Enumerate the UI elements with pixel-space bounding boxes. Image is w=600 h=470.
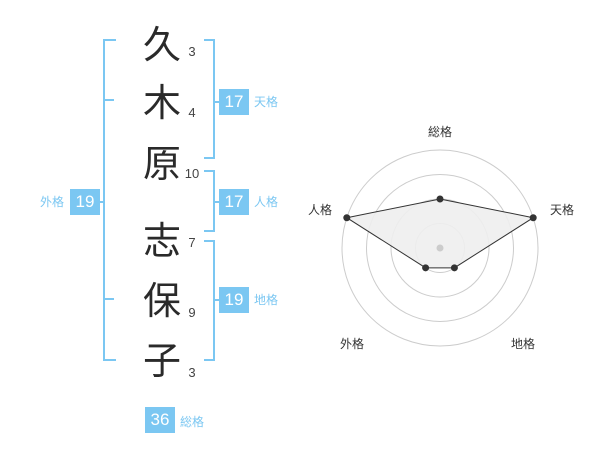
radar-point-5 [343,214,351,222]
stroke-count-1: 3 [188,44,196,59]
chikaku-label: 地格 [254,293,279,307]
stroke-count-6: 3 [188,365,196,380]
radar-label-gaikaku: 外格 [340,337,365,351]
radar-center-point [436,244,444,252]
jinkaku-score: 17 [219,189,249,215]
gaikaku-label: 外格 [40,195,65,209]
stroke-count-5: 9 [188,305,196,320]
name-char-3: 原 [142,142,181,186]
name-char-2: 木 [142,81,181,125]
gaikaku-score: 19 [70,189,100,215]
bracket-lines [96,39,222,361]
radar-chart [341,149,539,347]
gaikaku-bracket [103,39,116,361]
tenkaku-label: 天格 [254,95,279,109]
radar-polygon [345,198,535,269]
radar-label-soukaku: 総格 [428,125,453,139]
stroke-count-3: 10 [184,166,200,181]
chikaku-bracket [204,240,215,361]
tenkaku-bracket [204,39,215,159]
jinkaku-label: 人格 [254,195,279,209]
radar-point-4 [422,264,430,272]
radar-point-3 [450,264,458,272]
stroke-count-2: 4 [188,105,196,120]
name-char-5: 保 [142,279,181,323]
soukaku-label: 総格 [180,415,205,429]
chikaku-score: 19 [219,287,249,313]
radar-label-tenkaku: 天格 [550,203,575,217]
name-char-6: 子 [142,339,181,383]
radar-ring [341,149,539,347]
radar-point-2 [529,214,537,222]
radar-label-chikaku: 地格 [511,337,536,351]
stroke-count-4: 7 [188,235,196,250]
radar-label-jinkaku: 人格 [308,203,333,217]
tenkaku-score: 17 [219,89,249,115]
radar-ring [366,174,514,322]
jinkaku-bracket [204,170,215,232]
name-char-1: 久 [142,23,181,67]
name-char-4: 志 [142,219,181,263]
soukaku-score: 36 [145,407,175,433]
radar-point-1 [436,195,444,203]
